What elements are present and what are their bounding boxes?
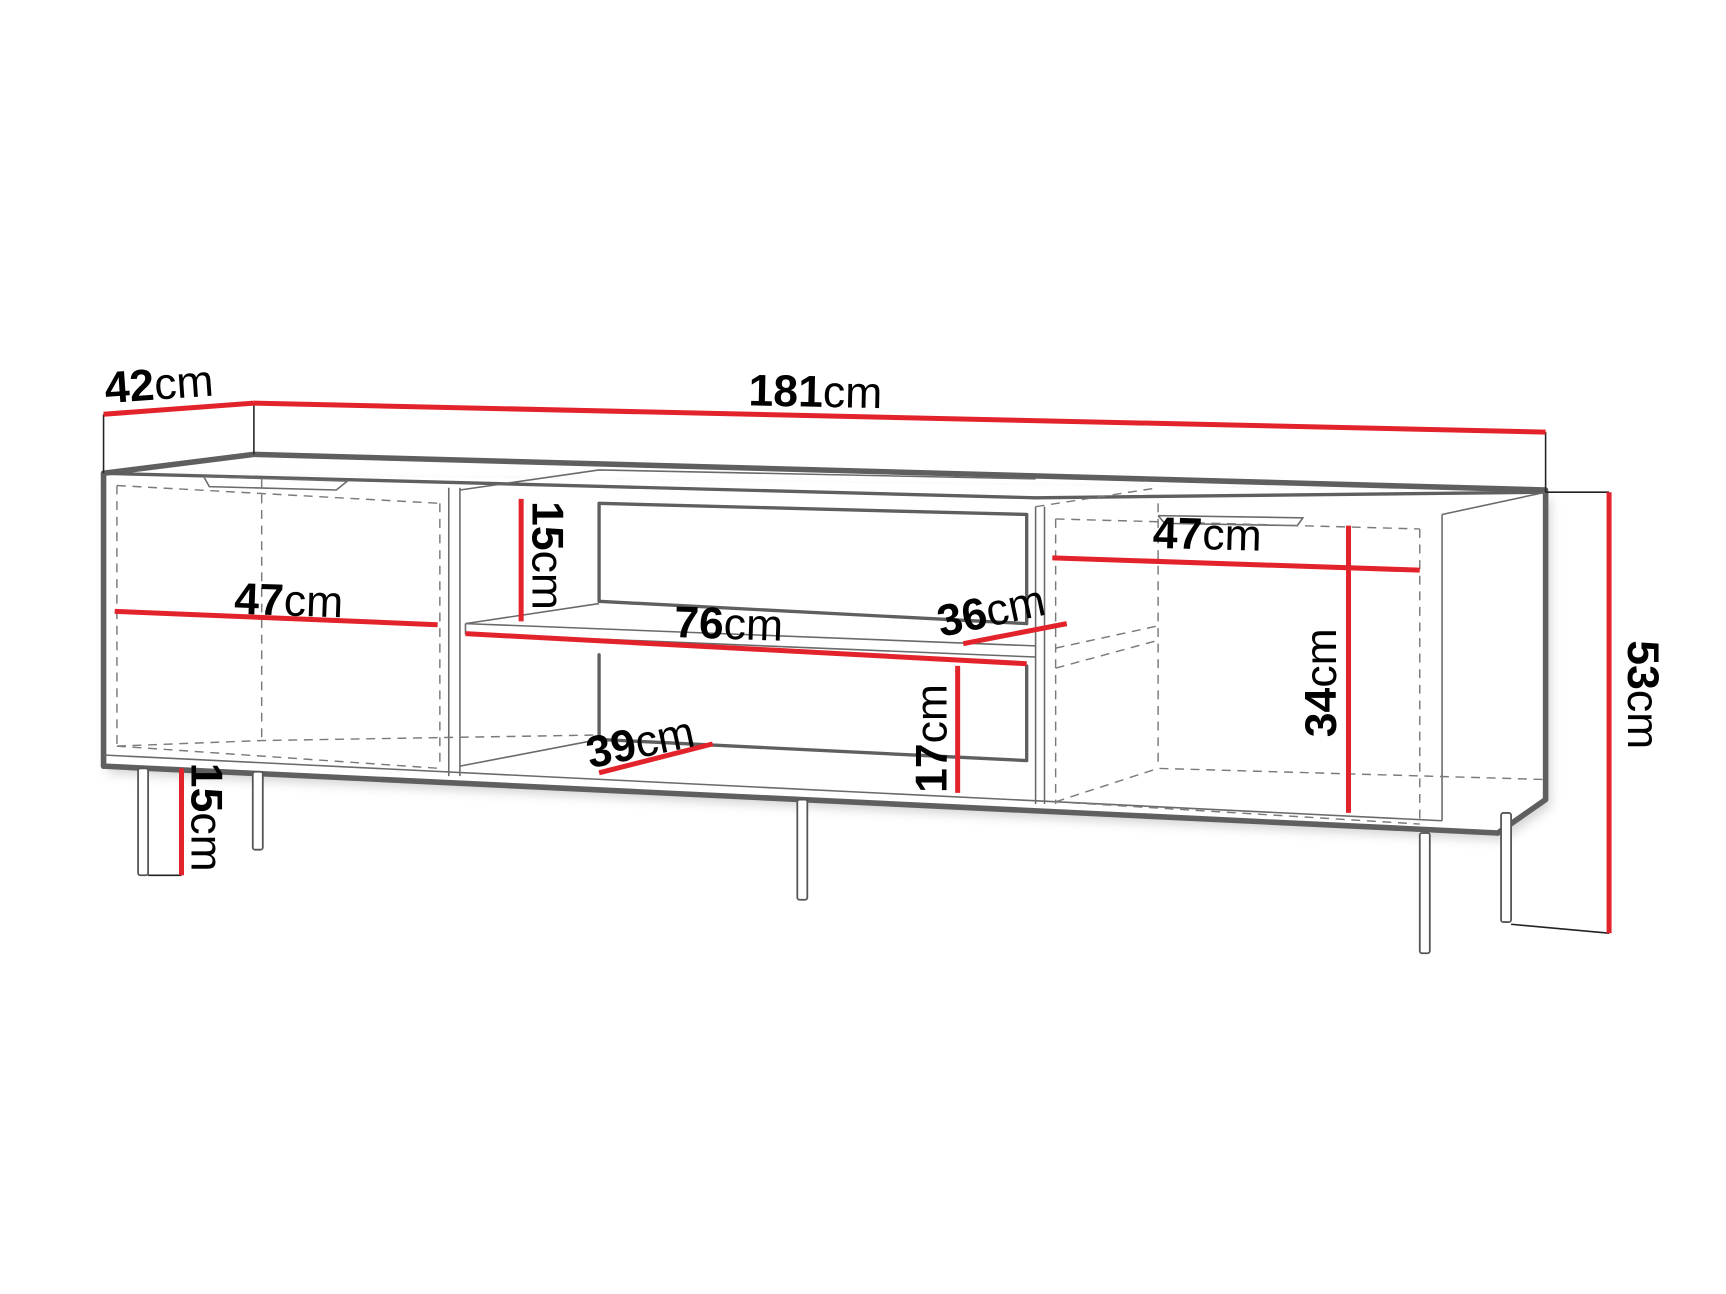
label-center-shelf-width: 76cm	[673, 598, 784, 651]
dim-line-bottom-depth	[598, 741, 714, 776]
dim-line-width	[253, 400, 1546, 435]
label-upper-shelf-height: 15cm	[522, 501, 571, 610]
dim-line-center-shelf-depth	[962, 621, 1068, 647]
leg-center	[796, 798, 809, 901]
label-center-shelf-depth: 36cm	[933, 576, 1050, 647]
dimension-lines	[103, 400, 1612, 934]
label-bottom-depth: 39cm	[582, 708, 699, 779]
dim-line-depth	[103, 400, 255, 417]
label-leg-height: 15cm	[182, 763, 231, 872]
label-left-compartment-width: 47cm	[233, 575, 344, 628]
label-width: 181cm	[748, 366, 883, 418]
dim-line-left-compartment-width	[114, 608, 438, 628]
label-depth: 42cm	[103, 357, 215, 413]
label-lower-shelf-height: 17cm	[908, 684, 957, 793]
label-right-compartment-width: 47cm	[1152, 509, 1262, 561]
cabinet-legs	[137, 767, 1512, 955]
label-right-compartment-height: 34cm	[1297, 628, 1346, 737]
hidden-lines	[116, 478, 1546, 825]
dimension-labels: 42cm 181cm 47cm 15cm 76cm 36cm 39cm 17cm…	[103, 357, 1667, 872]
dim-line-center-shelf-width	[465, 631, 1027, 667]
leg-back-left	[251, 770, 264, 851]
leg-front-left	[137, 767, 149, 877]
leg-front-right	[1418, 832, 1431, 955]
dim-line-right-compartment-width	[1052, 555, 1420, 573]
label-total-height: 53cm	[1618, 640, 1667, 749]
extension-lines	[102, 403, 1610, 934]
leg-back-right	[1500, 812, 1512, 923]
